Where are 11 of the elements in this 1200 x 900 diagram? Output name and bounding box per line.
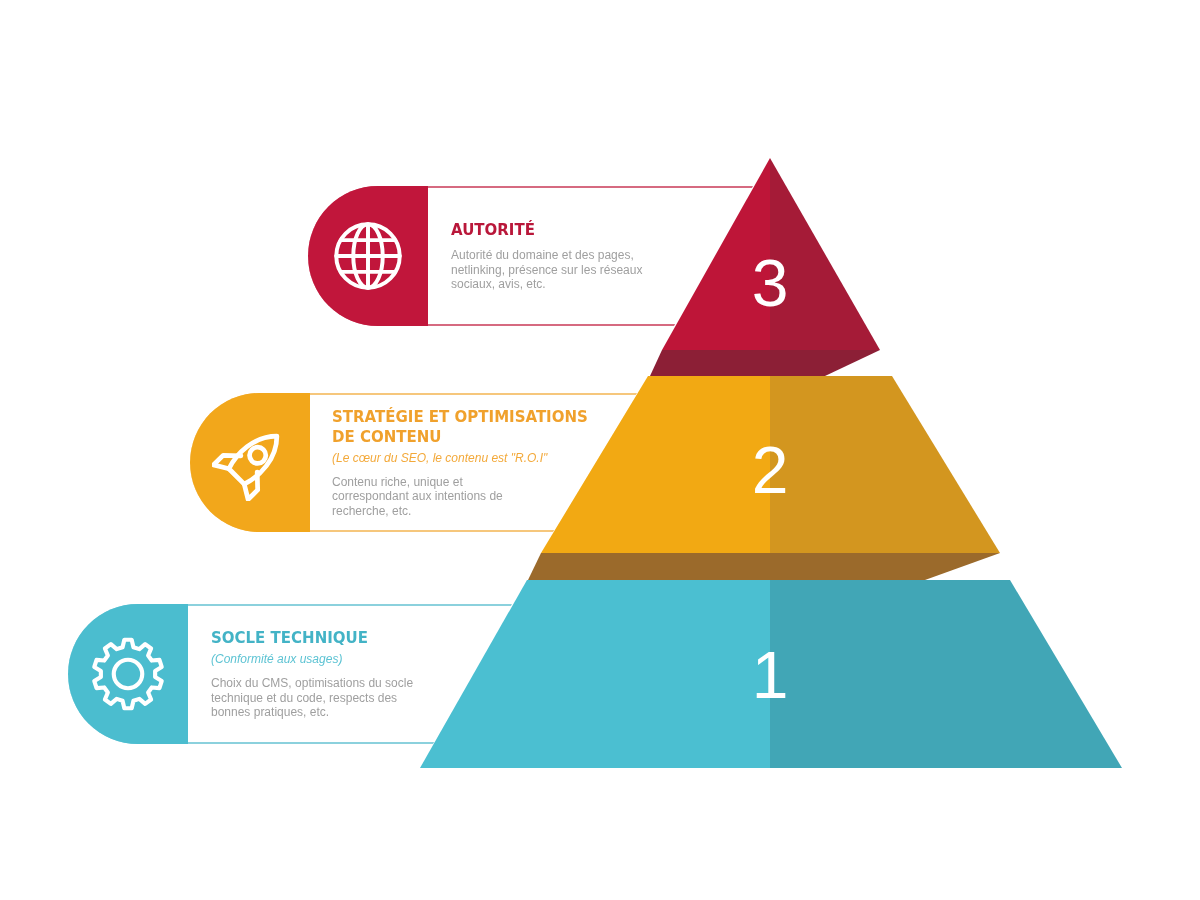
tier-number: 3 bbox=[751, 250, 789, 316]
card-description: Choix du CMS, optimisations du socle technique et du code, respects des bonnes pratiques, etc. bbox=[211, 676, 415, 720]
card-title: AUTORITÉ bbox=[451, 220, 535, 241]
tier-number: 2 bbox=[751, 437, 789, 503]
card-title: SOCLE TECHNIQUE bbox=[211, 628, 368, 649]
card-subtitle: (Le cœur du SEO, le contenu est "R.O.I" bbox=[332, 450, 548, 465]
card-subtitle: (Conformité aux usages) bbox=[211, 652, 343, 667]
card-title: STRATÉGIE ET OPTIMISATIONS DE CONTENU bbox=[332, 406, 589, 447]
card-description: Autorité du domaine et des pages, netlinking, présence sur les réseaux sociaux, avis, etc. bbox=[451, 248, 644, 292]
tier-number: 1 bbox=[751, 642, 789, 708]
card-description: Contenu riche, unique et correspondant aux intentions de recherche, etc. bbox=[332, 474, 504, 519]
